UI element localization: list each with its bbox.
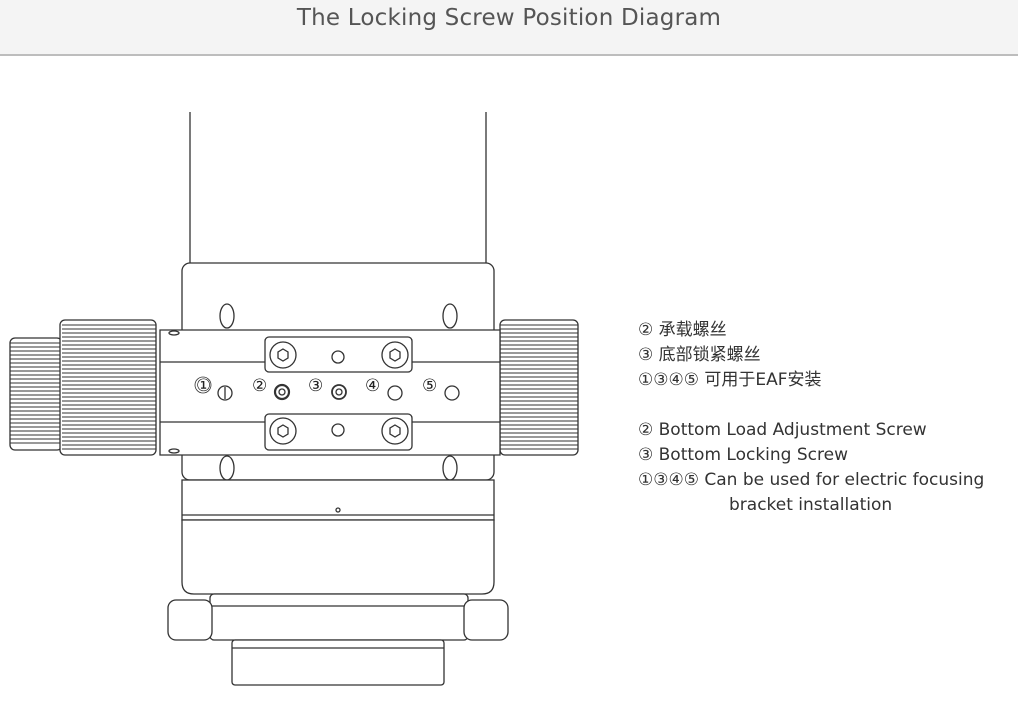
drawtube: [189, 112, 487, 263]
bottom-clamp-plate: [264, 413, 413, 451]
knurl-ridges: [10, 342, 62, 444]
page-header: The Locking Screw Position Diagram: [0, 0, 1018, 56]
page-title: The Locking Screw Position Diagram: [296, 5, 722, 31]
screw-label-4: ④: [365, 376, 380, 396]
legend-cn-screw-2: ② 承载螺丝: [638, 320, 727, 340]
bottom-collar: [167, 593, 509, 686]
screw-5-icon: [444, 385, 460, 401]
legend-en-screw-2: ② Bottom Load Adjustment Screw: [638, 420, 927, 440]
right-focus-knob: [499, 319, 579, 456]
lower-body: [181, 479, 495, 595]
left-focus-knob: [9, 319, 157, 456]
knurl-ridges: [62, 324, 156, 450]
legend-en-eaf: ①③④⑤ Can be used for electric focusing: [638, 470, 985, 490]
legend-cn-eaf: ①③④⑤ 可用于EAF安装: [638, 370, 822, 390]
screw-label-1: ①: [196, 376, 211, 396]
focuser-diagram: ① ② ③ ④ ⑤: [9, 112, 579, 686]
screw-positions: ① ② ③ ④ ⑤: [194, 376, 460, 401]
top-clamp-plate: [264, 336, 413, 373]
legend: ② 承载螺丝 ③ 底部锁紧螺丝 ①③④⑤ 可用于EAF安装 ② Bottom L…: [638, 318, 984, 518]
screw-label-3: ③: [308, 376, 323, 396]
legend-cn-screw-3: ③ 底部锁紧螺丝: [638, 345, 761, 365]
legend-en-eaf-cont: bracket installation: [729, 495, 893, 515]
screw-label-5: ⑤: [422, 376, 437, 396]
knurl-ridges: [500, 324, 578, 450]
legend-en-screw-3: ③ Bottom Locking Screw: [638, 445, 848, 465]
screw-label-2: ②: [252, 376, 267, 396]
screw-4-icon: [387, 385, 403, 401]
